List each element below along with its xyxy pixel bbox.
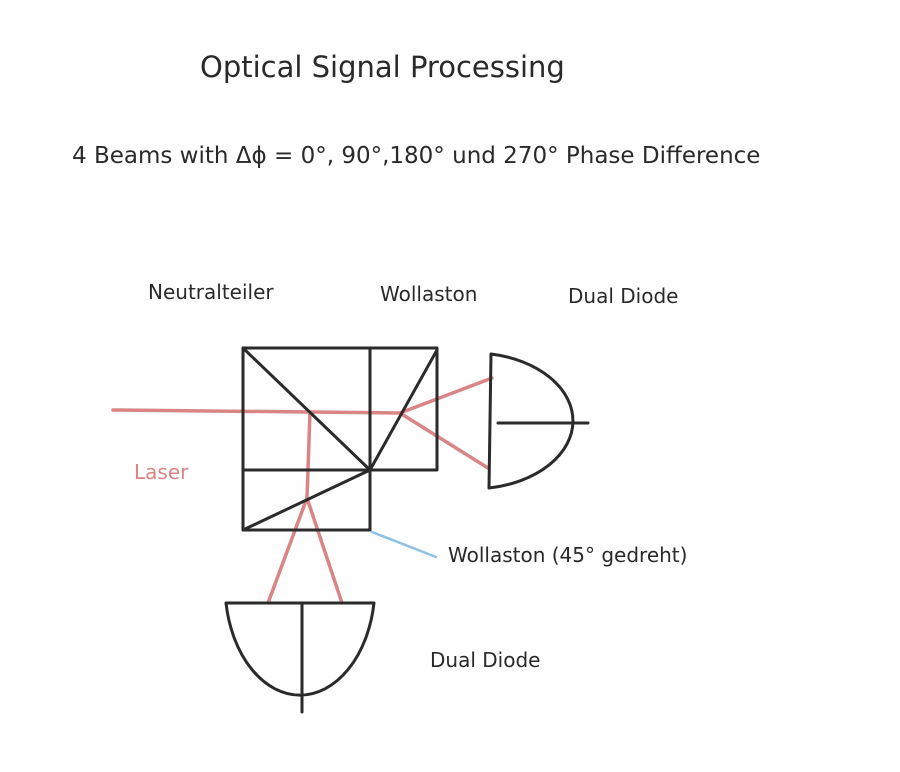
title: Optical Signal Processing bbox=[200, 50, 565, 84]
pointer-line bbox=[370, 530, 438, 559]
label-wollaston-rotated: Wollaston (45° gedreht) bbox=[448, 543, 688, 567]
beam-bottom-right bbox=[305, 496, 344, 605]
wollaston-prism bbox=[368, 346, 439, 472]
wollaston-rotated-diagonal bbox=[241, 468, 372, 532]
wollaston-rotated-prism bbox=[241, 468, 372, 532]
laser-beams bbox=[111, 376, 494, 605]
laser-beam bbox=[111, 408, 402, 415]
beam-right-upper bbox=[398, 376, 494, 415]
dual-diode-bottom bbox=[224, 601, 376, 697]
beam-bottom-left bbox=[266, 496, 309, 605]
subtitle: 4 Beams with Δϕ = 0°, 90°,180° und 270° … bbox=[72, 143, 761, 169]
label-dual-diode-bottom: Dual Diode bbox=[430, 648, 541, 672]
label-dual-diode-right: Dual Diode bbox=[568, 284, 679, 308]
dual-diode-right bbox=[487, 352, 575, 490]
beam-down bbox=[305, 410, 312, 500]
beam-right-lower bbox=[398, 411, 490, 470]
neutralteiler-diagonal bbox=[241, 346, 372, 472]
label-neutralteiler: Neutralteiler bbox=[148, 280, 274, 304]
label-laser: Laser bbox=[134, 460, 189, 484]
label-wollaston: Wollaston bbox=[380, 282, 478, 306]
wollaston-diagonal bbox=[368, 348, 439, 472]
